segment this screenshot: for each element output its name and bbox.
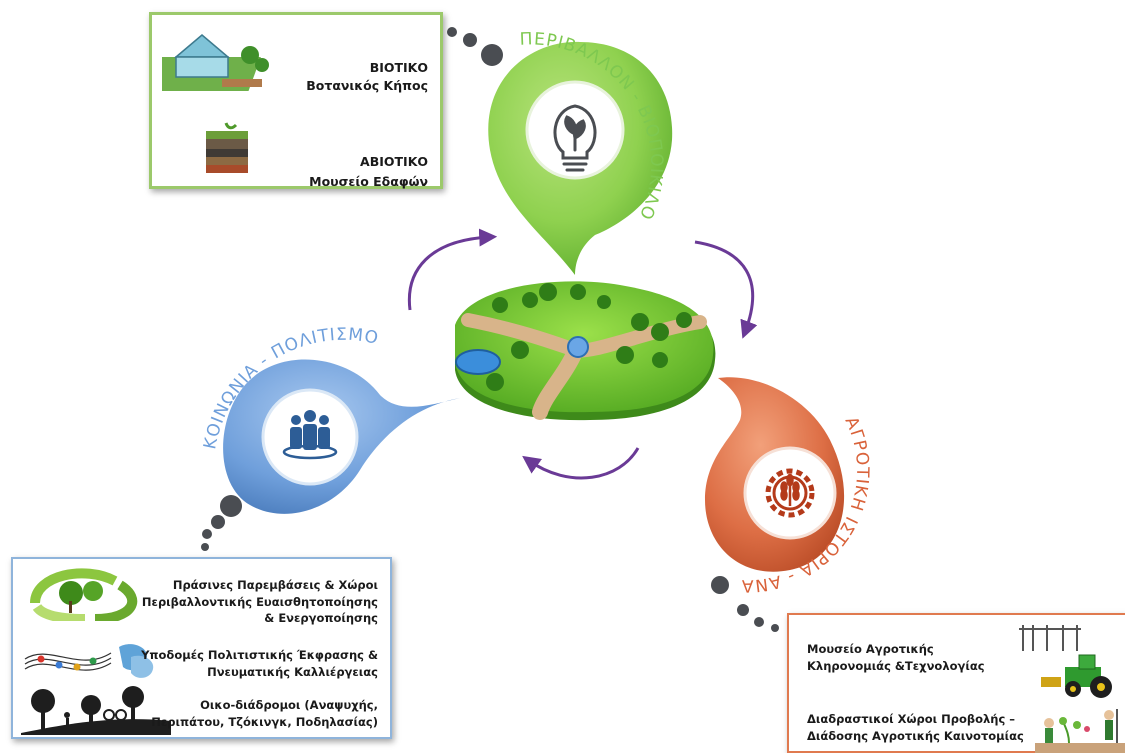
cycle-arrow-bottom: [522, 447, 640, 480]
eco-corridors-text: Οικο-διάδρομοι (Αναψυχής, Περιπάτου, Τζό…: [151, 698, 378, 729]
environment-dot-chain: [447, 27, 503, 66]
agri-museum-text: Μουσείο Αγροτικής Κληρονομιάς &Τεχνολογί…: [807, 642, 985, 673]
park-path-silhouette-icon: [21, 686, 171, 735]
lightbulb-plant-icon: [553, 104, 597, 172]
society-box: Πράσινες Παρεμβάσεις & Χώροι Περιβαλλοντ…: [11, 557, 392, 739]
cycle-arrows: [407, 228, 758, 480]
biotic-label: ΒΙΟΤΙΚΟ: [369, 60, 428, 75]
environment-box: ΒΙΟΤΙΚΟ Βοτανικός Κήπος ΑΒΙΟΤΙΚΟ Μουσείο…: [149, 12, 443, 189]
greenhouse-garden-icon: [162, 34, 269, 91]
agriculture-dot-chain: [711, 576, 779, 632]
farmers-plants-icon: [1035, 709, 1125, 753]
soil-layers-icon: [206, 122, 248, 173]
agriculture-bubble: [705, 377, 845, 572]
agri-innovation-text: Διαδραστικοί Χώροι Προβολής – Διάδοσης Α…: [807, 712, 1024, 743]
people-group-icon: [282, 410, 338, 460]
society-dot-chain: [201, 495, 242, 551]
agriculture-box: Μουσείο Αγροτικής Κληρονομιάς &Τεχνολογί…: [787, 613, 1125, 753]
green-recycle-trees-icon: [30, 568, 138, 621]
abiotic-label: ΑΒΙΟΤΙΚΟ: [360, 154, 428, 169]
cycle-arrow-top-left: [407, 228, 498, 311]
green-interventions-text: Πράσινες Παρεμβάσεις & Χώροι Περιβαλλοντ…: [141, 578, 378, 625]
society-bubble: [223, 359, 460, 514]
cycle-arrow-top-right: [694, 240, 758, 339]
cultural-infrastructure-text: Υποδομές Πολιτιστικής Έκφρασης & Πνευματ…: [141, 648, 378, 679]
wheat-gear-icon: [765, 468, 815, 518]
soil-museum-label: Μουσείο Εδαφών: [309, 174, 428, 189]
music-theater-masks-icon: [24, 644, 154, 678]
botanical-garden-label: Βοτανικός Κήπος: [306, 78, 428, 93]
park-island-icon: [455, 281, 716, 421]
tractor-tools-icon: [1019, 625, 1112, 698]
